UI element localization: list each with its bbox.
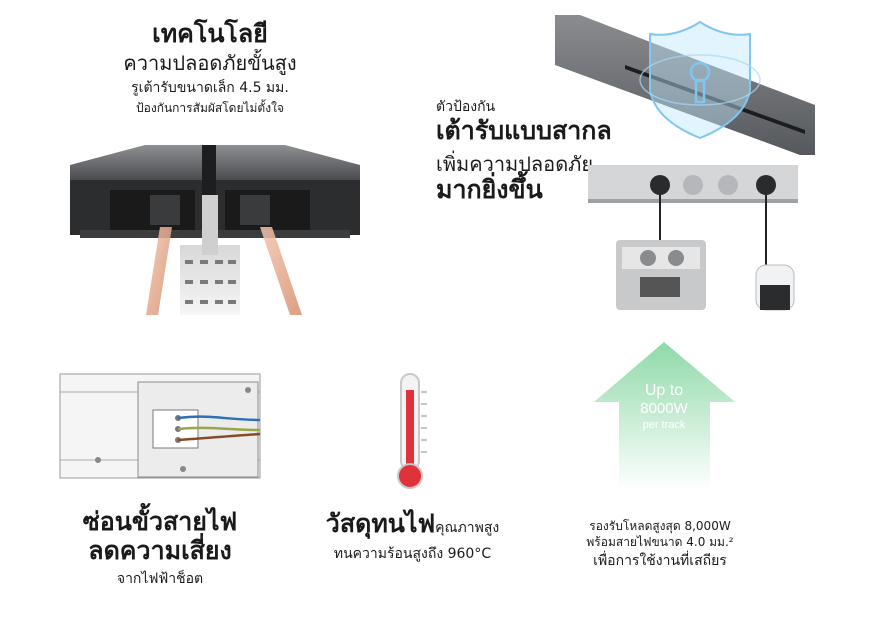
hidden-wiring-line3: จากไฟฟ้าช็อต — [116, 570, 204, 587]
universal-line3: เพิ่มความปลอดภัย — [436, 151, 594, 176]
technology-title: เทคโนโลยี — [152, 19, 268, 48]
fire-resistant-block: วัสดุทนไฟคุณภาพสูง ทนความร้อนสูงถึง 960°… — [295, 509, 530, 564]
universal-line4: มากยิ่งขึ้น — [436, 174, 543, 204]
hidden-wiring-block: ซ่อนขั้วสายไฟ ลดความเสี่ยง จากไฟฟ้าช็อต — [55, 507, 265, 588]
up-arrow-icon — [594, 342, 735, 490]
fire-resistant-suffix: คุณภาพสูง — [435, 520, 500, 536]
arrow-wattage: 8000W — [640, 400, 688, 417]
fire-resistant-line1: วัสดุทนไฟคุณภาพสูง — [295, 509, 530, 539]
socket-cross-section-image — [70, 145, 360, 315]
universal-line2: เต้ารับแบบสากล — [436, 115, 612, 145]
arrow-per-track: per track — [642, 419, 686, 431]
universal-line1: ตัวป้องกัน — [436, 99, 496, 115]
arrow-label: Up to 8000W per track — [614, 382, 714, 431]
arrow-up-to: Up to — [644, 382, 684, 399]
technology-title-block: เทคโนโลยี ความปลอดภัยขั้นสูง รูเต้ารับขน… — [90, 19, 330, 116]
fire-resistant-line2: ทนความร้อนสูงถึง 960°C — [333, 545, 492, 562]
hidden-wiring-image — [59, 373, 261, 479]
fire-resistant-main: วัสดุทนไฟ — [325, 509, 436, 538]
thermometer-icon — [397, 373, 427, 489]
shield-lock-icon — [639, 20, 761, 140]
track-shield-image — [555, 15, 815, 155]
load-line2: พร้อมสายไฟขนาด 4.0 มม.² — [586, 535, 734, 550]
technology-subtitle: ความปลอดภัยขั้นสูง — [123, 50, 297, 75]
universal-protector-block: ตัวป้องกัน เต้ารับแบบสากล เพิ่มความปลอดภ… — [436, 98, 636, 204]
hidden-wiring-line2: ลดความเสี่ยง — [88, 535, 232, 565]
technology-protection: ป้องกันการสัมผัสโดยไม่ตั้งใจ — [136, 100, 284, 115]
hidden-wiring-line1: ซ่อนขั้วสายไฟ — [82, 507, 238, 536]
load-line1: รองรับโหลดสูงสุด 8,000W — [589, 519, 731, 533]
load-block: รองรับโหลดสูงสุด 8,000W พร้อมสายไฟขนาด 4… — [555, 518, 765, 571]
appliances-image — [588, 165, 798, 311]
technology-hole-size: รูเต้ารับขนาดเล็ก 4.5 มม. — [131, 79, 289, 96]
load-line3: เพื่อการใช้งานที่เสถียร — [593, 553, 727, 570]
